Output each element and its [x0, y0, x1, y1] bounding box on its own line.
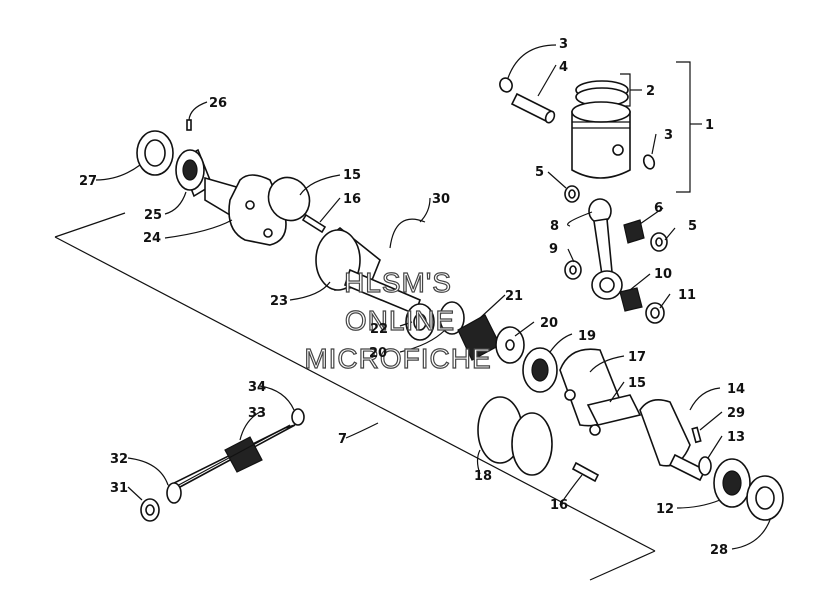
crank-wheel-23 [315, 226, 422, 316]
thrust-washer-5a [564, 185, 580, 203]
washer-22 [405, 303, 435, 341]
watermark-line-1: HLSM'S [344, 267, 452, 298]
callout-1: 1 [705, 118, 714, 133]
callout-14: 14 [727, 382, 745, 397]
callout-3a: 3 [559, 37, 568, 52]
key-29 [691, 426, 702, 444]
bushing-32 [166, 482, 182, 504]
callout-2: 2 [646, 84, 655, 99]
bearing-25 [175, 148, 213, 198]
piston [571, 101, 631, 179]
callout-15b: 15 [628, 376, 646, 391]
o-ring-13 [698, 456, 712, 476]
assembly-7-bracket [54, 212, 656, 581]
callout-20b: 20 [540, 316, 558, 331]
watermark: HLSM'S ONLINE MICROFICHE [304, 266, 492, 374]
piston-pin-4 [510, 92, 556, 124]
callout-labels: 3 4 2 1 3 5 8 6 5 9 10 11 26 27 25 15 16… [79, 37, 745, 558]
callout-3b: 3 [664, 128, 673, 143]
leader-lines [95, 44, 771, 550]
callout-19: 19 [578, 329, 596, 344]
crank-half-14 [639, 399, 707, 482]
callout-34: 34 [248, 380, 266, 395]
needle-bearing-6 [623, 219, 645, 244]
callout-8: 8 [550, 219, 559, 234]
screw-16b [571, 461, 600, 483]
callout-5a: 5 [535, 165, 544, 180]
callout-9: 9 [549, 242, 558, 257]
crank-pin-washer-15b [586, 394, 642, 426]
pin-26 [186, 119, 192, 131]
callout-4: 4 [559, 60, 568, 75]
callout-16a: 16 [343, 192, 361, 207]
callout-31: 31 [110, 481, 128, 496]
screw-16a [301, 213, 327, 234]
callout-23: 23 [270, 294, 288, 309]
callout-17: 17 [628, 350, 646, 365]
callout-18: 18 [474, 469, 492, 484]
bearing-12 [713, 458, 751, 508]
washer-34 [291, 408, 305, 426]
callout-10: 10 [654, 267, 672, 282]
callout-12: 12 [656, 502, 674, 517]
piston-pin-clip-3a [499, 77, 513, 93]
callout-26: 26 [209, 96, 227, 111]
callout-11: 11 [678, 288, 696, 303]
callout-30: 30 [432, 192, 450, 207]
thrust-washer-5b [650, 232, 668, 252]
callout-21: 21 [505, 289, 523, 304]
callout-28: 28 [710, 543, 728, 558]
shaft-33 [167, 424, 296, 488]
callout-32: 32 [110, 452, 128, 467]
callout-7: 7 [338, 432, 347, 447]
watermark-line-3: MICROFICHE [304, 343, 491, 374]
callout-24: 24 [143, 231, 161, 246]
callout-16b: 16 [550, 498, 568, 513]
crankshaft-rings-18 [477, 396, 553, 476]
callout-33: 33 [248, 406, 266, 421]
callout-6: 6 [654, 201, 663, 216]
nut-31 [140, 498, 160, 522]
callout-27: 27 [79, 174, 97, 189]
bearing-19 [522, 347, 558, 393]
callout-5b: 5 [688, 219, 697, 234]
seal-28 [746, 475, 784, 521]
watermark-line-2: ONLINE [345, 305, 455, 336]
retaining-ring-30 [389, 218, 426, 249]
seal-27 [136, 130, 174, 176]
piston-pin-clip-3b [642, 154, 656, 170]
crank-pin-washer-15a [267, 176, 311, 222]
washer-20a [439, 301, 465, 335]
washer-20b [495, 326, 525, 364]
thrust-washer-11 [645, 302, 665, 324]
connecting-rod-8 [588, 198, 623, 300]
callout-20a: 20 [369, 346, 387, 361]
callout-15a: 15 [343, 168, 361, 183]
callout-25: 25 [144, 208, 162, 223]
callout-13: 13 [727, 430, 745, 445]
callout-29: 29 [727, 406, 745, 421]
callout-22: 22 [370, 322, 388, 337]
piston-assembly-bracket [620, 61, 702, 193]
needle-bearing-10 [619, 287, 643, 312]
thrust-washer-9 [564, 260, 582, 280]
